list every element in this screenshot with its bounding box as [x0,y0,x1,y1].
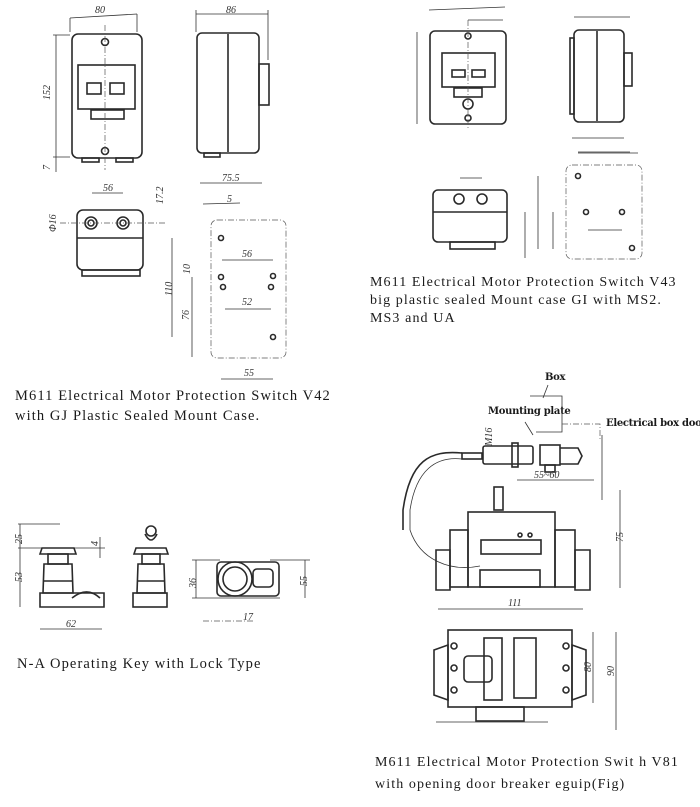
dim-key-cap: 4 [90,541,101,546]
dim-v81-range: 55~60 [534,470,559,481]
caption-v43-line1: M611 Electrical Motor Protection Switch … [370,275,677,290]
dim-v42-mount-bottom: 55 [244,368,254,379]
dim-v81-height: 75 [615,532,626,542]
dim-v42-mount-mid: 52 [242,297,252,308]
dim-key-offset: 17 [243,612,254,623]
na-key-front-view [132,525,170,608]
caption-v43-line3: MS3 and UA [370,311,456,326]
na-key-top-view: 36 55 17 [188,559,310,623]
v81-side-view: 111 75 [409,486,626,610]
dim-v42-mount-v2: 76 [181,310,192,320]
dim-v81-front-h1: 80 [583,662,594,672]
v42-front-view: 152 80 7 [42,5,143,172]
dim-v42-top-offset: 17.2 [155,187,166,205]
v81-drawing: 55~60 M16 111 75 [402,384,626,730]
na-key-drawing: 25 4 53 62 36 55 17 [14,523,310,630]
dim-v42-bottom: 7 [42,164,53,170]
v43-bottom-view [432,177,508,250]
v81-front-view: 80 90 [433,629,617,730]
figure-v43: M611 Electrical Motor Protection Switch … [370,0,700,340]
na-key-side-view: 25 4 53 62 [14,523,105,630]
label-mounting-plate: Mounting plate [488,406,571,417]
v42-side-view: 86 75.5 [195,5,270,184]
figure-v81: Box Mounting plate Electrical box doors … [375,360,700,807]
caption-v42-line1: M611 Electrical Motor Protection Switch … [15,388,331,404]
dim-v81-front-h2: 90 [606,666,617,676]
v42-drawing: 152 80 7 86 75.5 56 Φ16 17.2 [42,5,287,380]
dim-key-width: 62 [66,619,76,630]
v43-drawing [416,6,643,260]
dim-v42-front-height: 152 [42,85,53,100]
dim-v42-side-depth: 86 [226,5,236,16]
v43-mount-plan [524,152,643,260]
dim-key-height: 53 [14,572,25,582]
dim-v42-mount-top: 56 [242,249,252,260]
caption-v81-line2: with opening door breaker eguip(Fig) [375,777,626,792]
label-box: Box [545,372,566,383]
dim-v42-hole-dia: Φ16 [48,214,59,232]
v81-mount-detail: 55~60 M16 [402,384,603,530]
figure-na-key: 25 4 53 62 36 55 17 [0,510,360,680]
dim-v42-mount-v1: 10 [182,264,193,274]
caption-v43-line2: big plastic sealed Mount case GI with MS… [370,293,662,308]
dim-v81-width: 111 [508,598,522,609]
v43-side-view [569,16,633,153]
v43-front-view [416,6,507,128]
caption-v81-line1: M611 Electrical Motor Protection Swit h … [375,755,679,770]
figure-v42: 152 80 7 86 75.5 56 Φ16 17.2 [0,0,350,430]
dim-v42-edge: 5 [227,194,232,205]
dim-v81-thread: M16 [484,428,495,447]
caption-v42-line2: with GJ Plastic Sealed Mount Case. [15,408,261,424]
dim-key-base-height: 36 [188,578,199,589]
dim-key-top: 25 [14,534,25,544]
v42-bottom-view: 56 Φ16 17.2 [48,183,166,277]
dim-v42-hole-spacing: 56 [103,183,113,194]
label-electrical-box-doors: Electrical box doors [606,418,700,429]
caption-na-key: N-A Operating Key with Lock Type [17,656,262,672]
dim-key-base-width: 55 [299,576,310,586]
dim-v42-side-base: 75.5 [222,173,240,184]
v42-mount-plan: 5 56 52 55 110 76 10 [164,194,287,380]
dim-v42-mount-total: 110 [164,282,175,296]
dim-v42-front-width: 80 [95,5,105,16]
